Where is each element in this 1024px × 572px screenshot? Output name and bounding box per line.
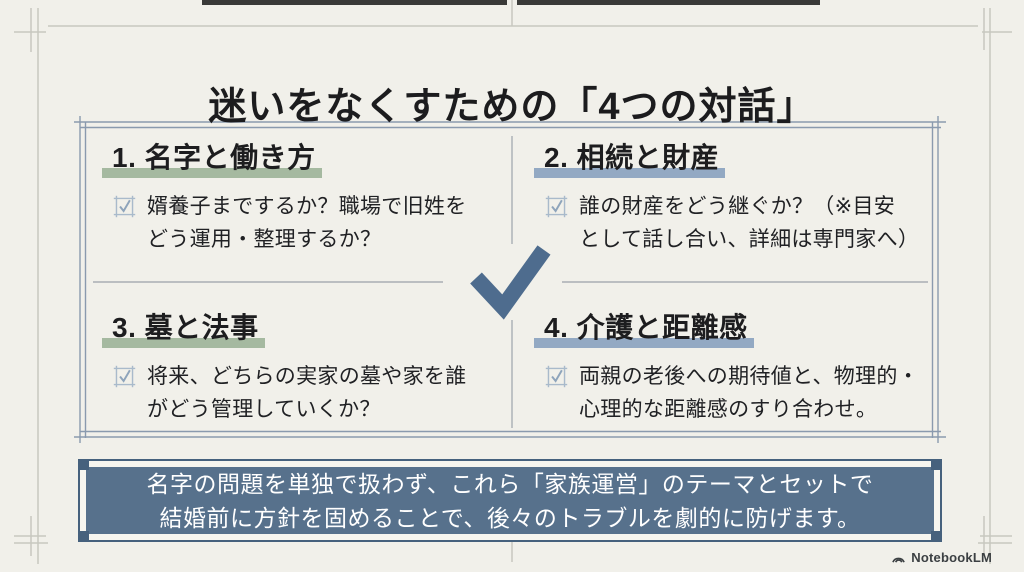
quadrant-3-item: 将来、どちらの実家の墓や家を誰 がどう管理していくか？ <box>112 360 512 426</box>
text-line: 婿養子までするか？職場で旧姓を <box>147 195 467 218</box>
text-line: として話し合い、詳細は専門家へ） <box>579 228 920 251</box>
summary-banner: 名字の問題を単独で扱わず、これら「家族運営」のテーマとセットで 結婚前に方針を固… <box>78 459 942 542</box>
quadrant-2-item: 誰の財産をどう継ぐか？（※目安 として話し合い、詳細は専門家へ） <box>544 190 954 256</box>
banner-corner-square <box>931 461 940 470</box>
notebooklm-watermark: NotebookLM <box>891 550 992 565</box>
top-edge-strip-right <box>517 0 820 5</box>
quadrant-2-heading: 2. 相続と財産 <box>534 136 726 178</box>
quadrant-2: 2. 相続と財産 誰の財産をどう継ぐか？（※目安 として話し合い、詳細は専門家へ… <box>534 136 954 256</box>
quadrant-3: 3. 墓と法事 将来、どちらの実家の墓や家を誰 がどう管理していくか？ <box>102 306 512 426</box>
quadrant-1: 1. 名字と働き方 婿養子までするか？職場で旧姓を どう運用・整理するか？ <box>102 136 512 256</box>
quadrant-4-item: 両親の老後への期待値と、物理的・ 心理的な距離感のすり合わせ。 <box>544 360 954 426</box>
quadrant-4-text: 両親の老後への期待値と、物理的・ 心理的な距離感のすり合わせ。 <box>579 360 919 426</box>
text-line: 心理的な距離感のすり合わせ。 <box>579 398 878 421</box>
quadrant-3-heading-text: 3. 墓と法事 <box>112 312 259 343</box>
checkbox-icon <box>545 195 568 218</box>
quadrant-2-heading-text: 2. 相続と財産 <box>544 142 720 173</box>
text-line: 両親の老後への期待値と、物理的・ <box>579 365 919 388</box>
summary-banner-text: 名字の問題を単独で扱わず、これら「家族運営」のテーマとセットで 結婚前に方針を固… <box>86 467 934 534</box>
quadrant-4: 4. 介護と距離感 両親の老後への期待値と、物理的・ 心理的な距離感のすり合わせ… <box>534 306 954 426</box>
notebooklm-logo-icon <box>892 557 906 563</box>
quadrant-1-item: 婿養子までするか？職場で旧姓を どう運用・整理するか？ <box>112 190 512 256</box>
quadrant-1-heading: 1. 名字と働き方 <box>102 136 322 178</box>
quadrant-1-heading-text: 1. 名字と働き方 <box>112 142 316 173</box>
quadrant-2-text: 誰の財産をどう継ぐか？（※目安 として話し合い、詳細は専門家へ） <box>579 190 919 256</box>
page-title: 迷いをなくすための「4つの対話」 <box>208 86 816 129</box>
banner-corner-square <box>931 531 940 540</box>
banner-line: 名字の問題を単独で扱わず、これら「家族運営」のテーマとセットで <box>146 470 874 497</box>
banner-corner-square <box>80 531 89 540</box>
text-line: 誰の財産をどう継ぐか？（※目安 <box>579 195 896 218</box>
quadrant-3-heading: 3. 墓と法事 <box>102 306 265 348</box>
quadrant-4-heading-text: 4. 介護と距離感 <box>544 312 748 343</box>
text-line: がどう管理していくか？ <box>147 398 381 421</box>
top-edge-strip-left <box>202 0 507 5</box>
heading-accent-band <box>102 168 322 178</box>
heading-accent-band <box>534 338 754 348</box>
text-line: どう運用・整理するか？ <box>147 228 382 251</box>
heading-accent-band <box>102 338 265 348</box>
banner-line: 結婚前に方針を固めることで、後々のトラブルを劇的に防げます。 <box>159 504 861 531</box>
quadrant-1-text: 婿養子までするか？職場で旧姓を どう運用・整理するか？ <box>147 190 467 256</box>
check-icon <box>470 245 551 320</box>
banner-corner-square <box>80 461 89 470</box>
checkbox-icon <box>545 365 568 388</box>
text-line: 将来、どちらの実家の墓や家を誰 <box>147 365 467 388</box>
quadrant-3-text: 将来、どちらの実家の墓や家を誰 がどう管理していくか？ <box>147 360 467 426</box>
checkbox-icon <box>113 365 136 388</box>
heading-accent-band <box>534 168 726 178</box>
brand-label: NotebookLM <box>911 550 992 565</box>
checkbox-icon <box>113 195 136 218</box>
quadrant-4-heading: 4. 介護と距離感 <box>534 306 754 348</box>
